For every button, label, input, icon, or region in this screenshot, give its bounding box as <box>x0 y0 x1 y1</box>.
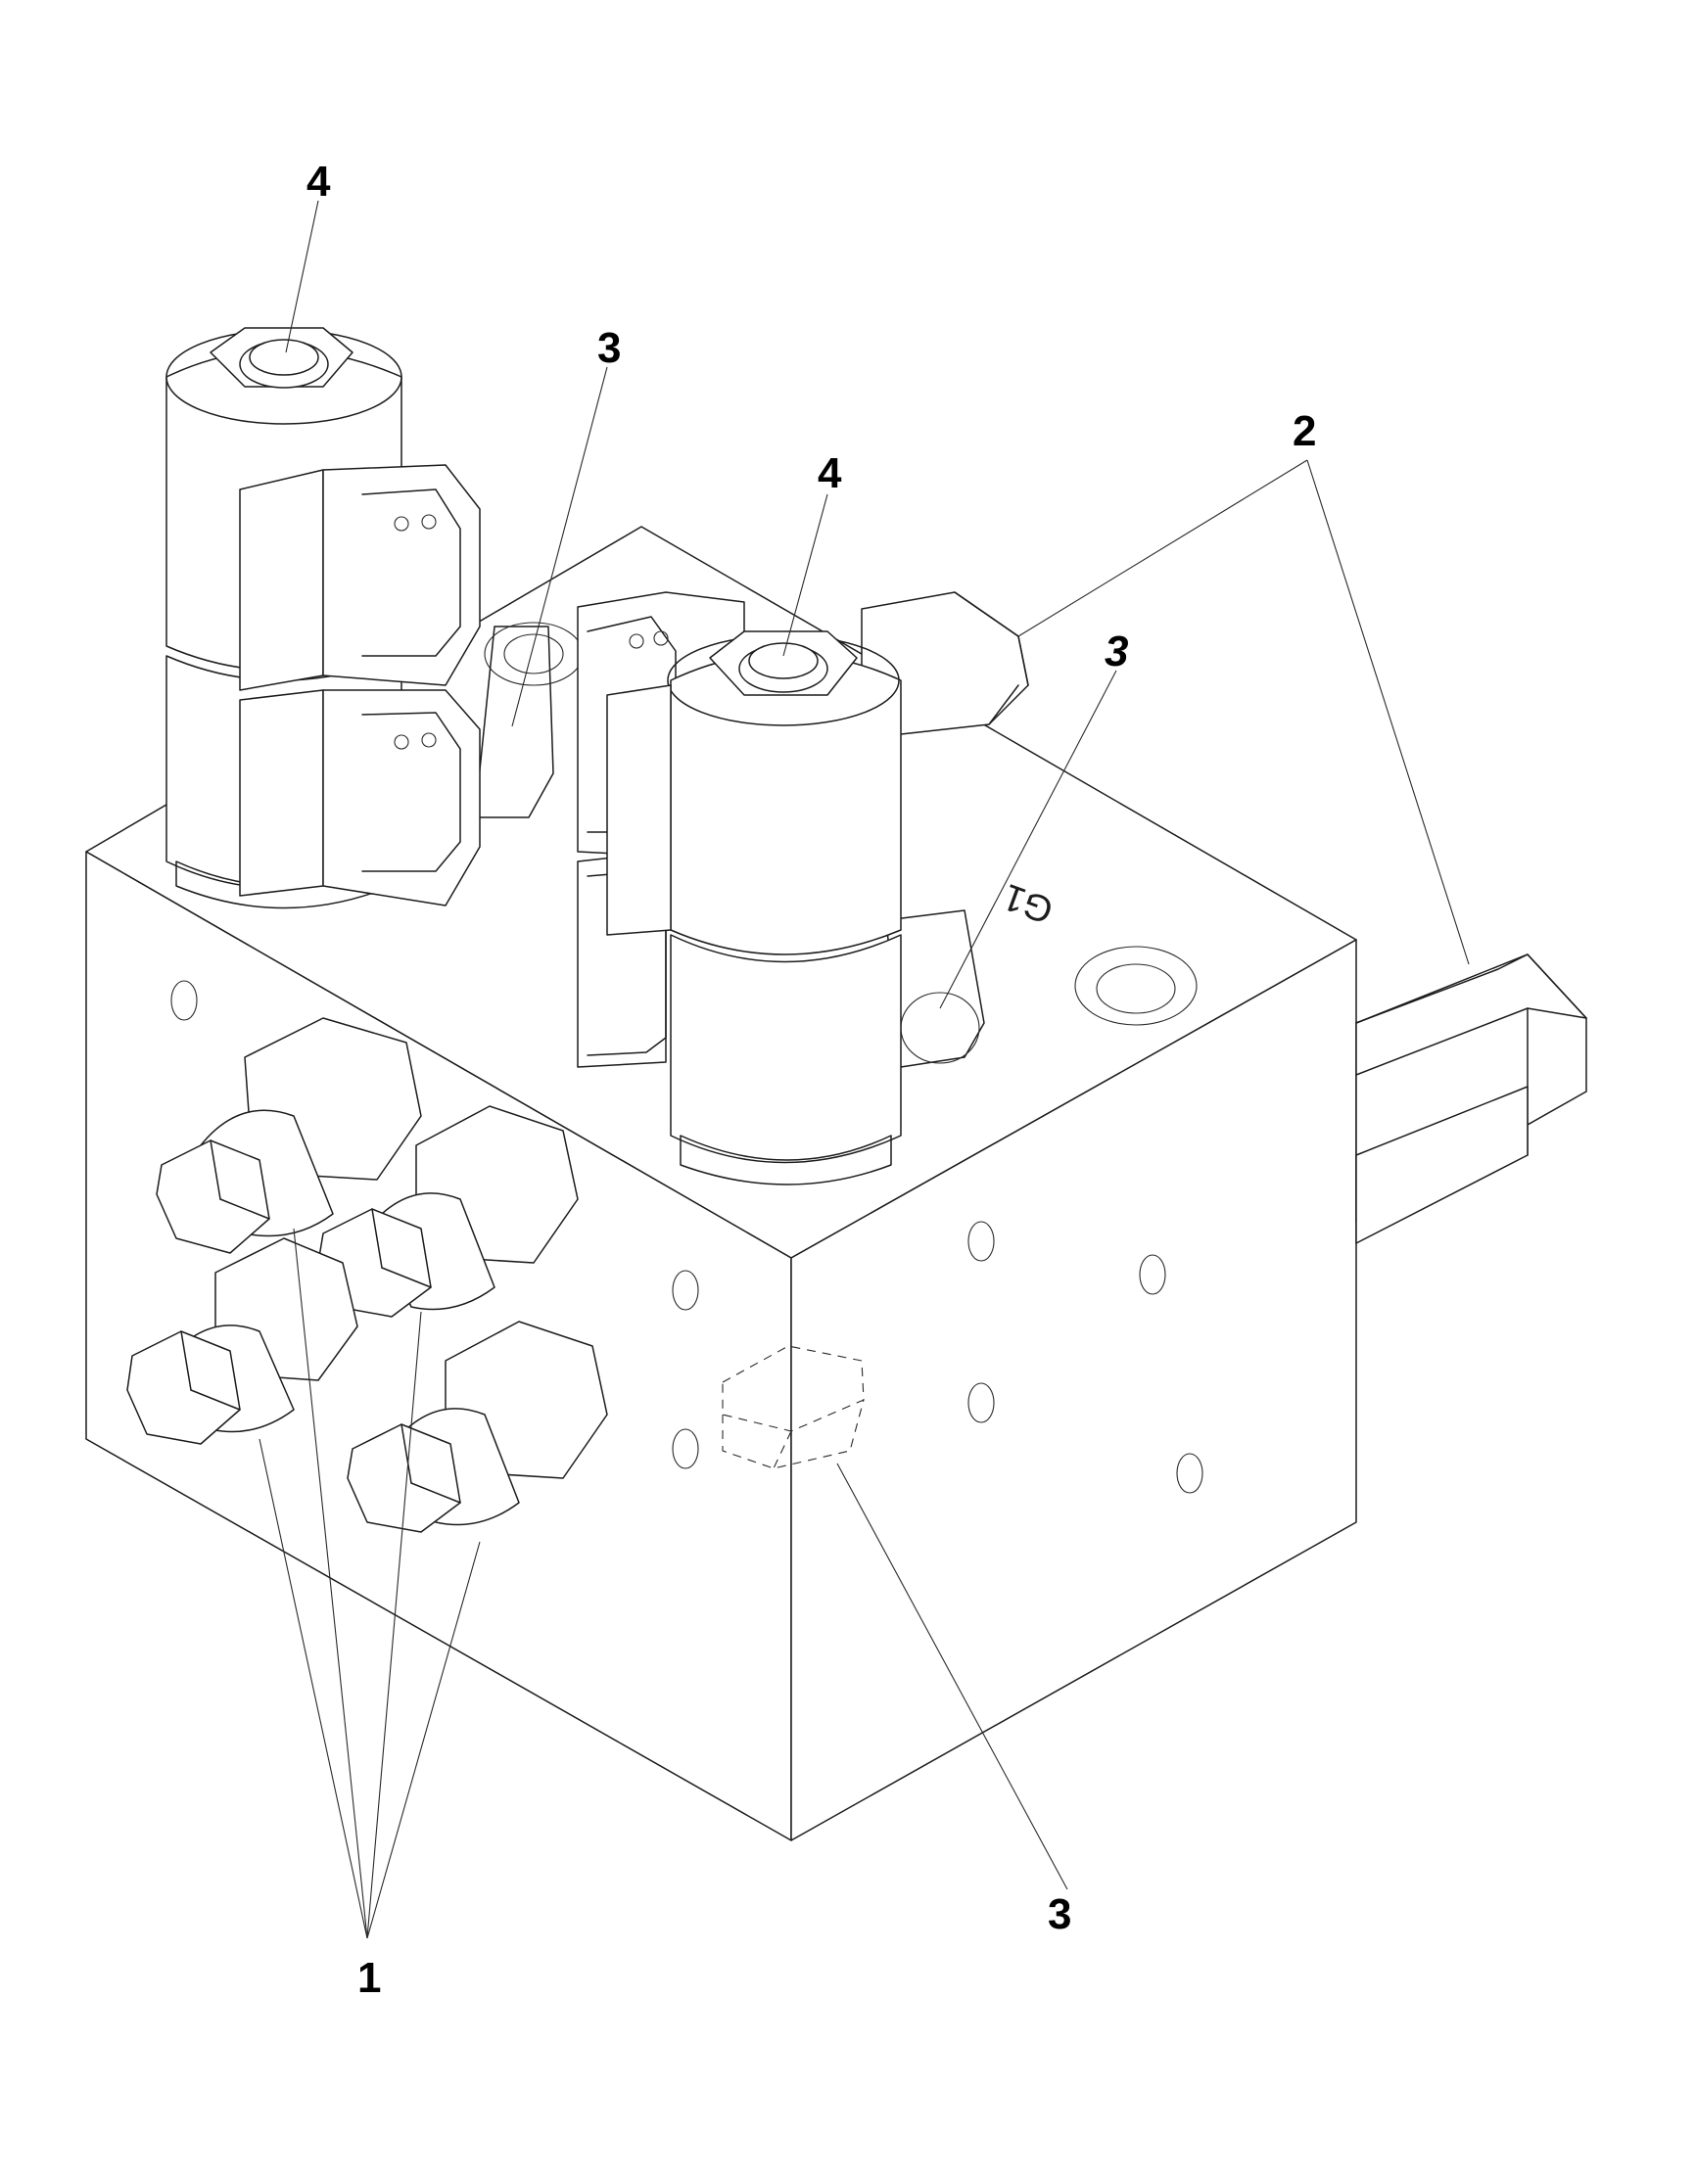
port-g1-inner <box>1096 963 1176 1014</box>
mounting-hole <box>170 980 198 1021</box>
callout-solenoid-coil-left: 4 <box>306 158 331 206</box>
mounting-hole <box>1176 1453 1203 1494</box>
leader-lines <box>259 200 1470 1939</box>
port-g1-outer <box>1074 946 1198 1026</box>
mounting-hole <box>672 1428 699 1469</box>
mounting-hole <box>1139 1254 1166 1295</box>
callout-valve-cartridge-right: 3 <box>1105 627 1128 675</box>
callout-solenoid-coil-right: 4 <box>818 449 842 497</box>
coil-right-lower <box>670 934 902 1164</box>
mounting-hole <box>672 1270 699 1311</box>
front-fitting-4 <box>347 1321 608 1533</box>
solenoid-valve-right <box>577 591 985 1185</box>
front-fitting-1 <box>156 1017 422 1254</box>
right-fitting-lower <box>1355 953 1587 1244</box>
callout-valve-cartridge-left: 3 <box>597 324 621 372</box>
callout-valve-cartridge-hidden: 3 <box>1048 1890 1071 1938</box>
mounting-hole <box>967 1382 995 1423</box>
callout-fittings-front: 1 <box>357 1954 381 2002</box>
mounting-hole <box>967 1221 995 1262</box>
connector-left-lower <box>239 689 481 906</box>
manifold-right-face <box>790 939 1357 1841</box>
solenoid-valve-left <box>165 327 584 909</box>
callout-fittings-right-side: 2 <box>1293 407 1316 455</box>
coil-right-upper <box>670 652 902 955</box>
front-fitting-2 <box>317 1105 579 1318</box>
connector-left-upper <box>239 464 481 691</box>
front-fitting-3 <box>126 1237 358 1445</box>
hidden-cartridge-outline <box>722 1345 865 1469</box>
